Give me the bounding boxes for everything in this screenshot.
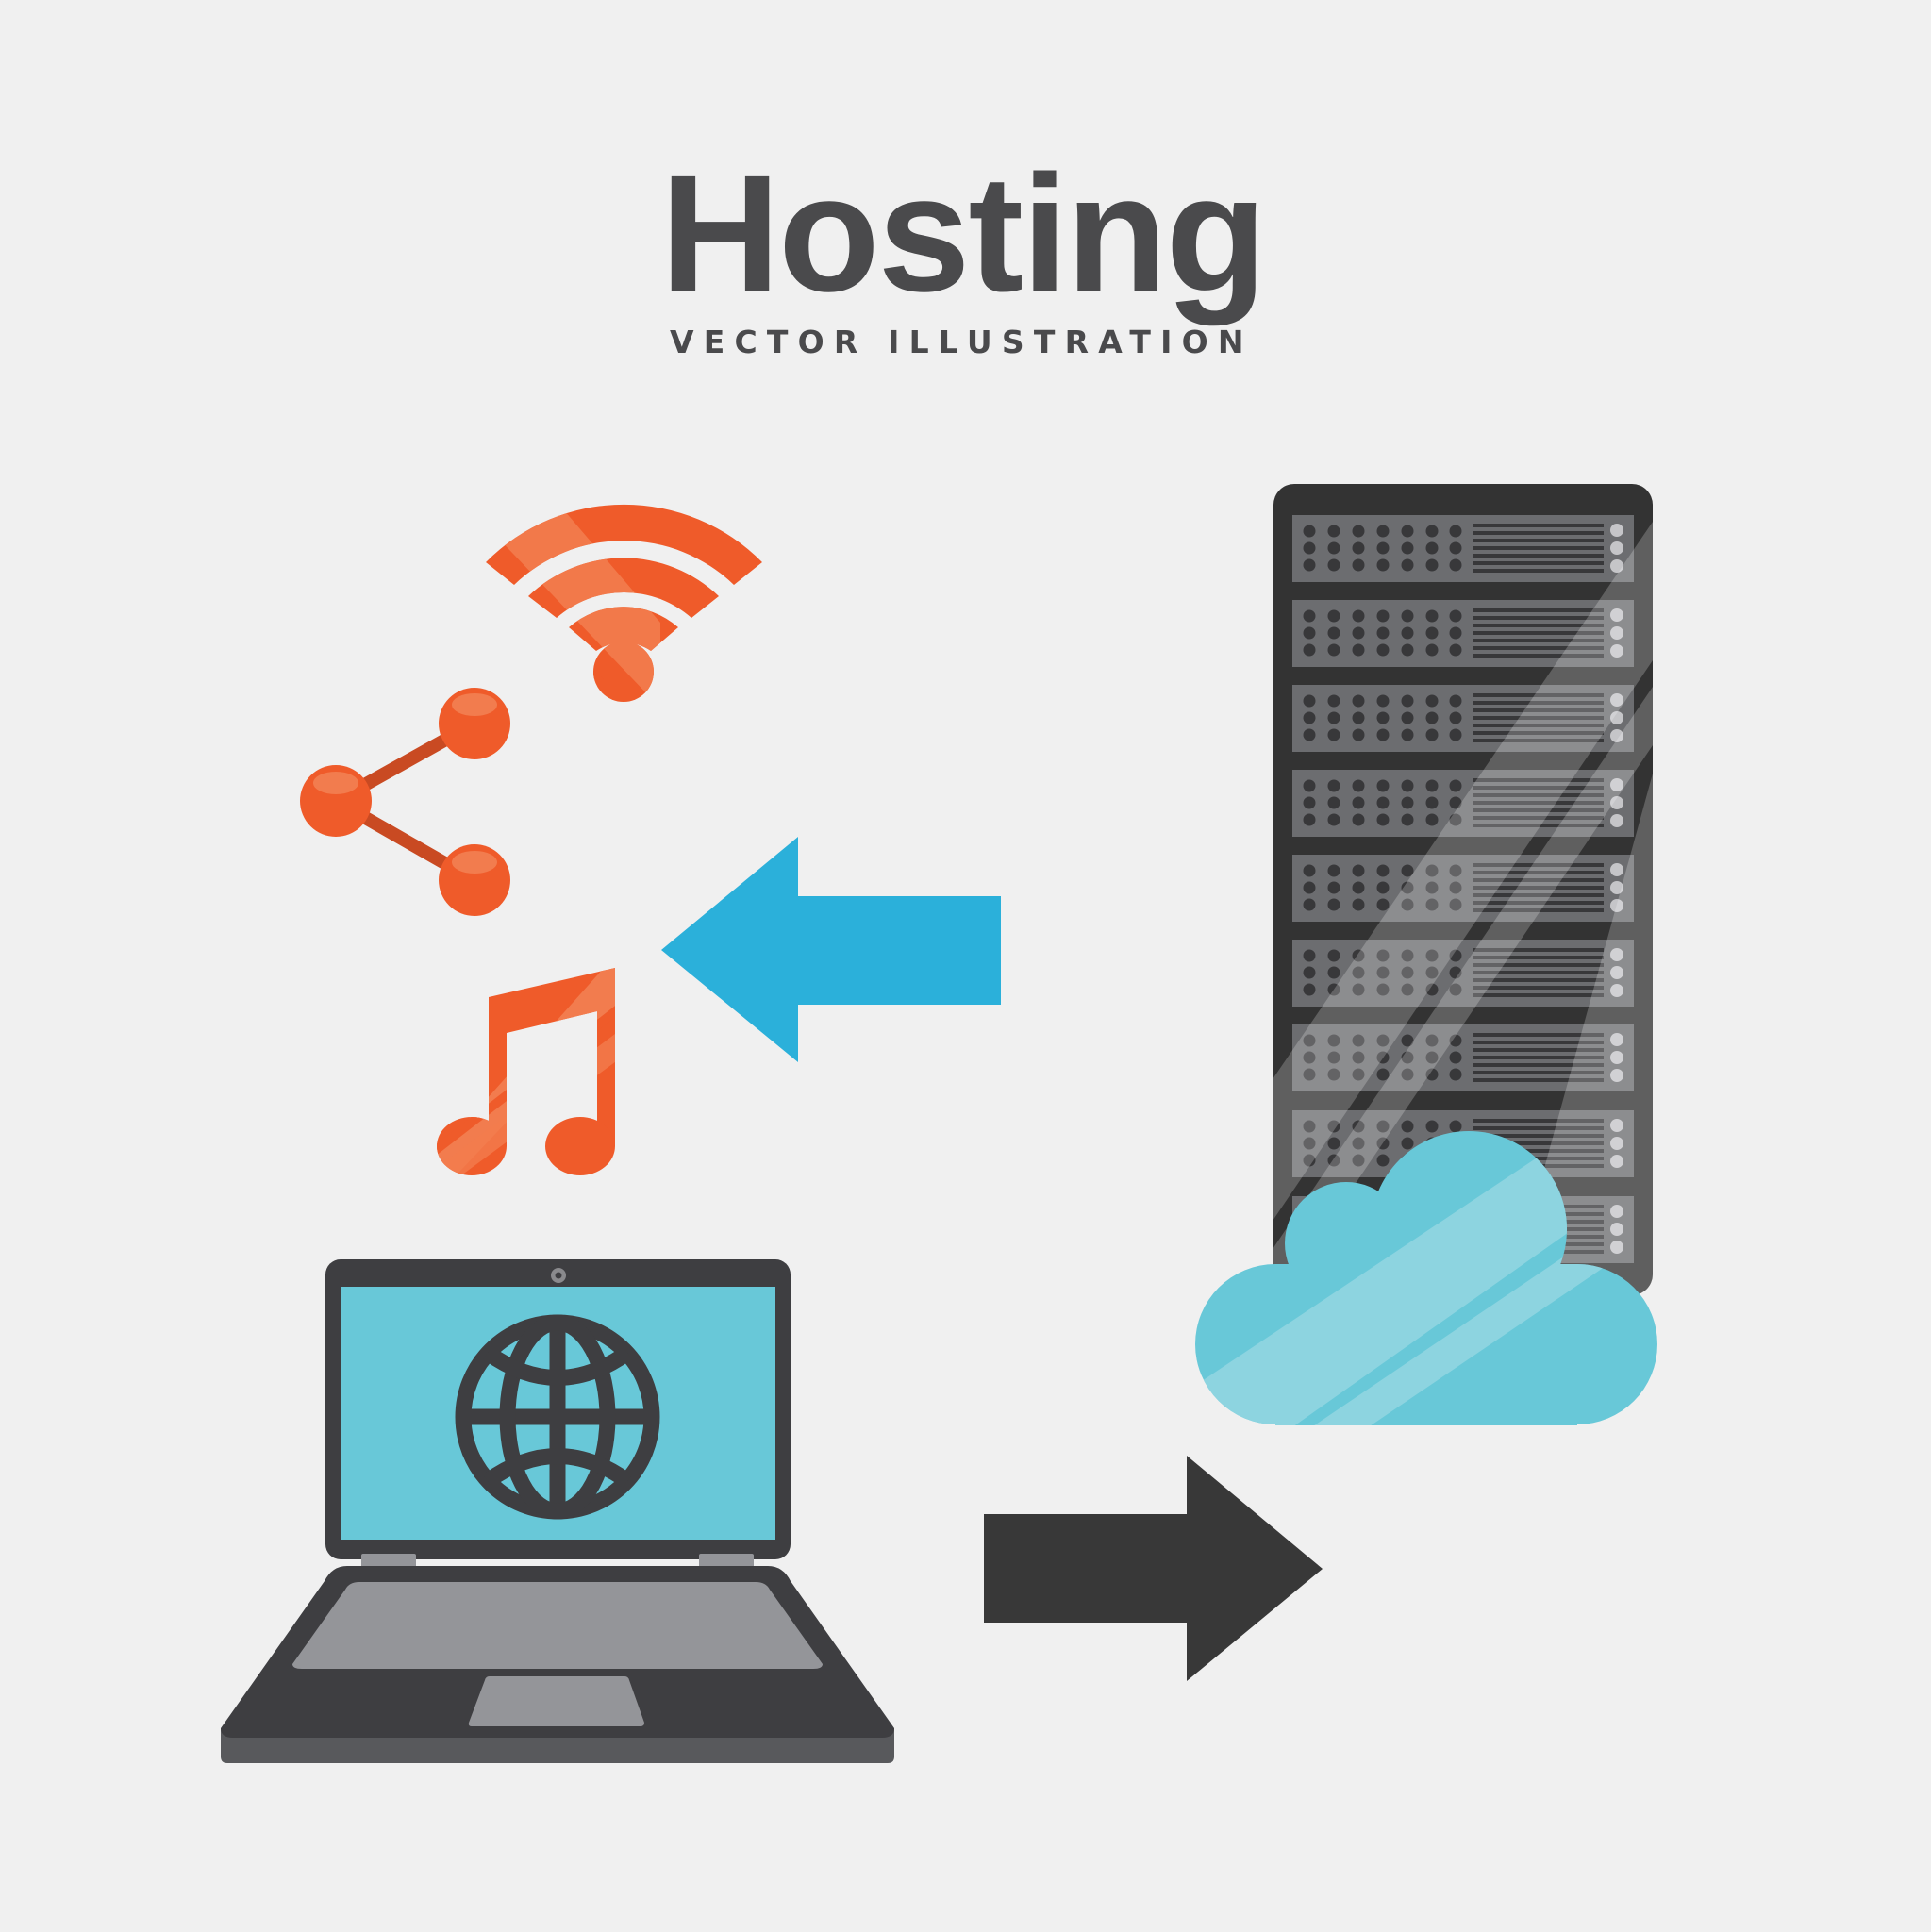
laptop-icon: [221, 1259, 894, 1763]
cloud-icon: [1195, 1131, 1657, 1425]
arrow-right-icon: [984, 1456, 1323, 1681]
server-slot: [1292, 515, 1634, 582]
touchpad: [468, 1676, 644, 1726]
arrow-left-icon: [661, 837, 1001, 1062]
server-rack-icon: [1273, 484, 1653, 1295]
keyboard: [292, 1582, 823, 1669]
page-subtitle: VECTOR ILLUSTRATION: [670, 324, 1254, 360]
page-title: Hosting: [660, 142, 1267, 326]
server-slots: [1292, 515, 1634, 1263]
music-note-icon: [437, 968, 615, 1175]
server-glare: [1273, 522, 1653, 1295]
wifi-icon: [486, 504, 762, 702]
globe-icon: [455, 1314, 660, 1520]
cloud-glare: [1195, 1131, 1623, 1425]
share-icon: [300, 688, 510, 916]
